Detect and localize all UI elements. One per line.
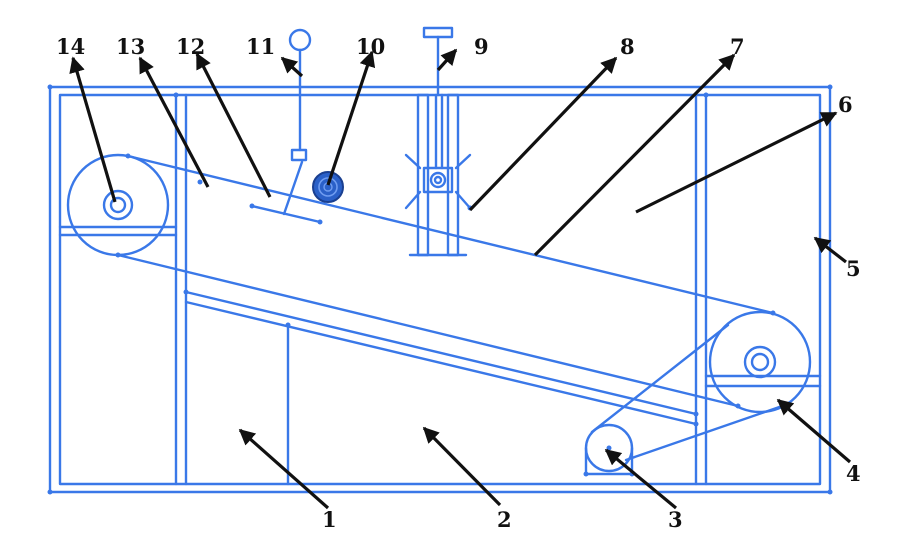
label-6: 6 [838,92,853,117]
arrow-8 [468,56,618,212]
joint-dots [47,84,833,495]
arrow-3 [604,448,678,510]
label-14: 14 [56,34,85,59]
left-bay-frame [58,93,188,486]
arrow-14 [69,56,117,203]
head-drum [66,153,170,257]
label-4: 4 [846,461,861,486]
label-9: 9 [474,34,489,59]
arrow-11 [280,56,304,78]
arrow-5 [813,236,847,264]
sampling-rod [288,28,312,162]
arrow-7 [533,53,736,257]
label-3: 3 [668,507,683,532]
arrow-4 [776,398,852,464]
label-5: 5 [846,256,861,281]
scraper-bar [250,160,322,224]
sample-roll [312,171,344,203]
arrow-10 [326,50,376,186]
label-13: 13 [116,34,145,59]
arrow-2 [422,426,502,507]
label-7: 7 [730,34,745,59]
label-2: 2 [497,507,512,532]
right-bay-frame [694,93,822,486]
label-1: 1 [322,507,337,532]
outer-frame [48,85,832,494]
arrow-12 [195,52,272,198]
support-plate [184,290,698,486]
drive-belt [590,323,790,462]
lifting-assembly [404,26,472,257]
label-11: 11 [246,34,275,59]
conveyor-belt [116,154,775,408]
label-12: 12 [176,34,205,59]
arrow-9 [436,48,458,72]
arrow-6 [635,111,838,214]
arrow-1 [238,428,330,510]
label-8: 8 [620,34,635,59]
arrow-13 [138,56,210,188]
tail-drum [708,310,812,414]
label-10: 10 [356,34,385,59]
